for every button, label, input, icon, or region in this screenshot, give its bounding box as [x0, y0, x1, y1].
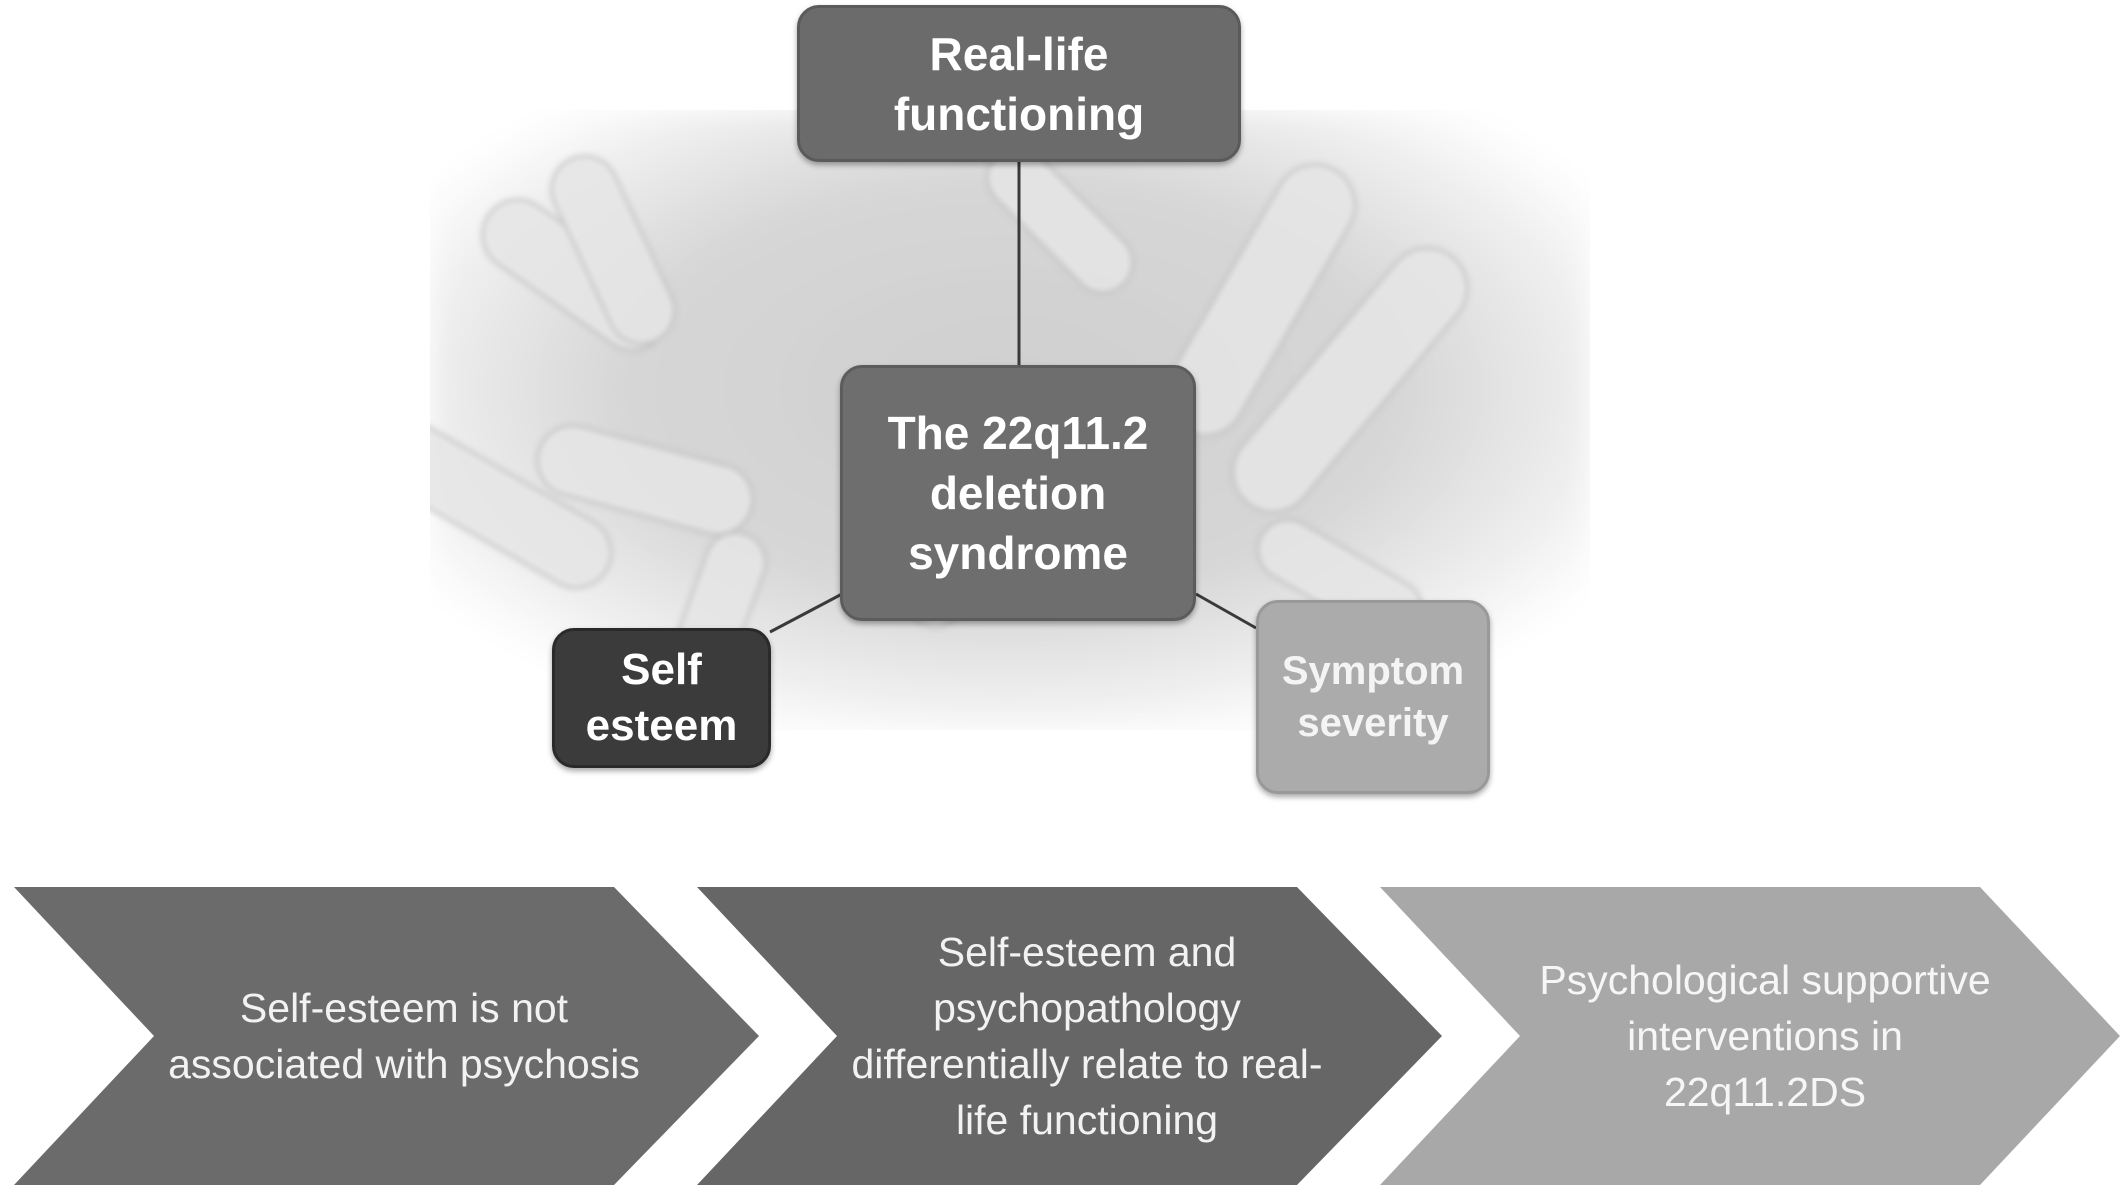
self-esteem-box: Self esteem	[552, 628, 771, 768]
self-esteem-label: Self esteem	[585, 645, 738, 750]
chevron-shape	[1380, 887, 2120, 1185]
chevron-finding-2-text: Self-esteem and psychopathology differen…	[851, 929, 1323, 1143]
chromosome-background-image	[430, 110, 1590, 730]
chevron-implication-text: Psychological supportive interventions i…	[1539, 957, 1991, 1115]
symptom-severity-box: Symptom severity	[1256, 600, 1490, 794]
chevron-shape	[14, 887, 759, 1185]
chevron-finding-1: Self-esteem is not associated with psych…	[14, 887, 774, 1185]
chevron-finding-2: Self-esteem and psychopathology differen…	[697, 887, 1457, 1185]
syndrome-center-label: The 22q11.2 deletion syndrome	[887, 407, 1149, 579]
chevron-implication: Psychological supportive interventions i…	[1380, 887, 2128, 1185]
symptom-severity-label: Symptom severity	[1281, 649, 1465, 745]
chevron-finding-1-text: Self-esteem is not associated with psych…	[168, 985, 640, 1087]
chevron-shape	[697, 887, 1442, 1185]
real-life-functioning-label: Real-life functioning	[893, 27, 1145, 140]
syndrome-center-box: The 22q11.2 deletion syndrome	[840, 365, 1196, 621]
real-life-functioning-box: Real-life functioning	[797, 5, 1241, 162]
